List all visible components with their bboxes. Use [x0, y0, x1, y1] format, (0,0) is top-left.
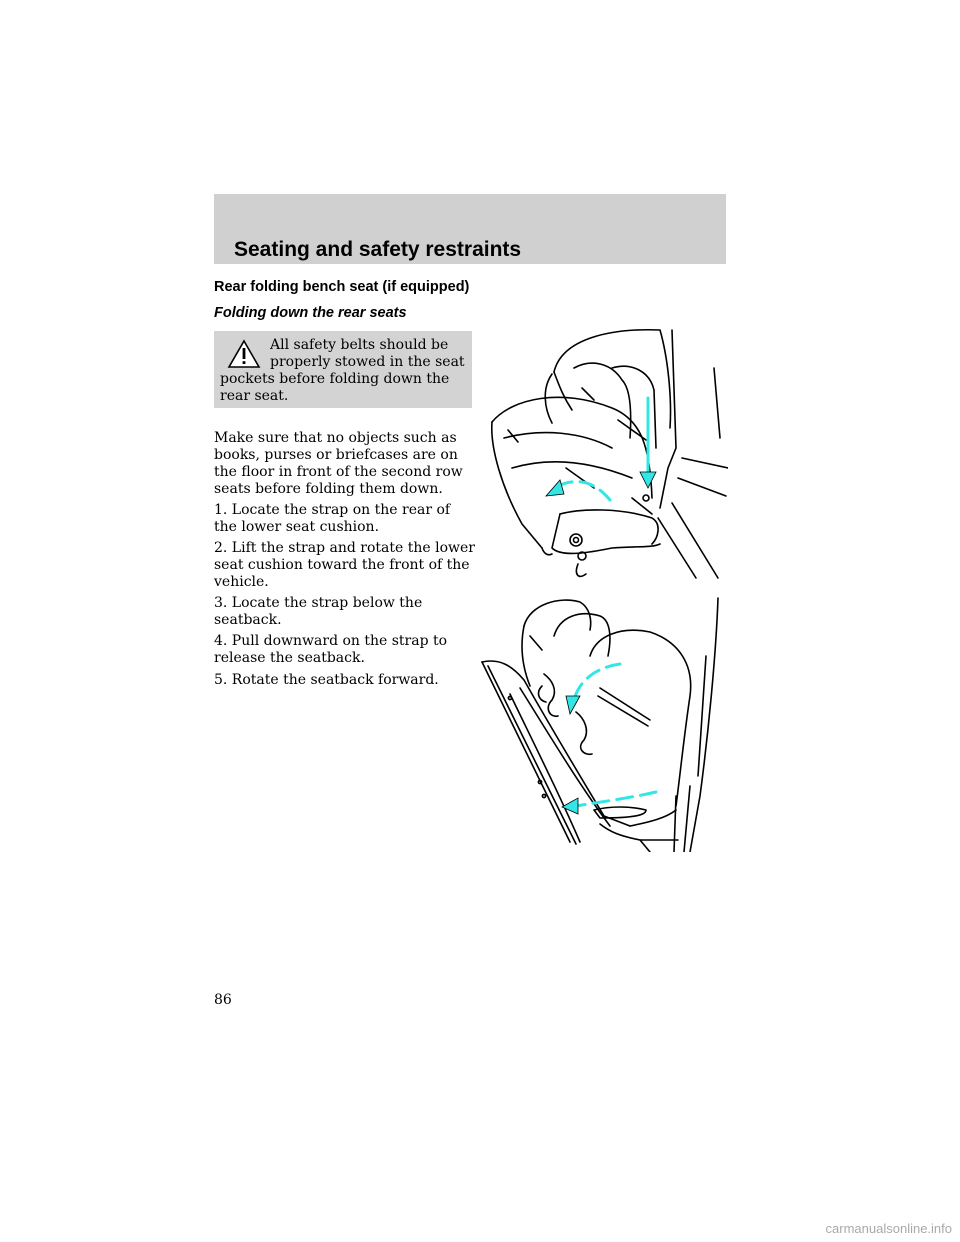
header-band — [214, 194, 726, 264]
warning-box: All safety belts should be properly stow… — [214, 331, 472, 408]
step-4: 4. Pull downward on the strap to release… — [214, 633, 448, 666]
watermark-text: carmanualsonline.info — [825, 1221, 952, 1236]
warning-text: All safety belts should be properly stow… — [220, 337, 465, 404]
step-3: 3. Locate the strap below the seatback. — [214, 595, 423, 628]
step-5: 5. Rotate the seatback forward. — [214, 672, 439, 688]
page-header-title: Seating and safety restraints — [234, 238, 522, 261]
step-1: 1. Locate the strap on the rear of the l… — [214, 502, 451, 535]
warning-triangle-icon — [227, 339, 261, 368]
step-2: 2. Lift the strap and rotate the lower s… — [214, 540, 475, 590]
section-title: Rear folding bench seat (if equipped) — [214, 279, 470, 295]
page-number: 86 — [214, 992, 232, 1008]
intro-paragraph: Make sure that no objects such as books,… — [214, 430, 463, 497]
seatback-fold-illustration — [481, 597, 719, 852]
seat-cushion-fold-illustration — [490, 328, 728, 579]
section-subtitle: Folding down the rear seats — [214, 305, 407, 321]
